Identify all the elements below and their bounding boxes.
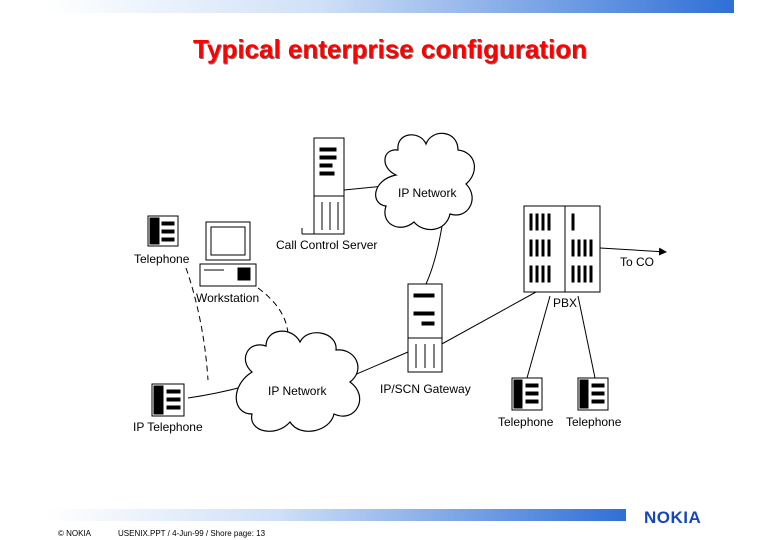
- label-ip-telephone: IP Telephone: [133, 420, 203, 434]
- gateway-icon: [407, 283, 443, 373]
- footer-info: USENIX.PPT / 4-Jun-99 / Shore page: 13: [118, 529, 266, 538]
- cloud-ip-network-top: [375, 132, 475, 231]
- ip-telephone-icon: [151, 383, 185, 417]
- label-workstation: Workstation: [196, 291, 260, 305]
- link-workstation-to-ipnetwork-dashed: [257, 287, 289, 353]
- label-ip-network-bottom: IP Network: [268, 384, 327, 398]
- label-telephone-pbx-2: Telephone: [566, 415, 622, 429]
- label-pbx: PBX: [553, 296, 578, 310]
- nokia-logo: NOKIA: [644, 508, 702, 527]
- link-gateway-to-pbx: [439, 291, 537, 346]
- footer-copyright: © NOKIA: [58, 529, 92, 538]
- label-telephone-pbx-1: Telephone: [498, 415, 554, 429]
- header-gradient-bar: [46, 0, 734, 13]
- link-left-dashed-vertical: [185, 267, 209, 381]
- label-telephone-left: Telephone: [134, 252, 190, 266]
- telephone-pbx-1-icon: [511, 377, 543, 411]
- link-ipnetwork-to-gateway: [425, 225, 443, 285]
- pbx-icon: [523, 205, 601, 293]
- link-pbx-to-co: [599, 247, 667, 256]
- telephone-pbx-2-icon: [577, 377, 609, 411]
- telephone-left-icon: [147, 215, 179, 247]
- label-call-control-server: Call Control Server: [276, 238, 378, 252]
- cloud-ip-network-bottom: [235, 330, 361, 432]
- link-pbx-to-telephone-1: [526, 295, 551, 379]
- workstation-icon: [199, 221, 257, 287]
- label-gateway: IP/SCN Gateway: [380, 382, 471, 396]
- slide-title: Typical enterprise configuration: [193, 34, 587, 64]
- label-to-co: To CO: [620, 255, 655, 269]
- link-pbx-to-telephone-2: [577, 295, 596, 379]
- call-control-server-icon: [301, 137, 345, 235]
- footer-gradient-bar: [46, 509, 626, 521]
- label-ip-network-top: IP Network: [398, 186, 457, 200]
